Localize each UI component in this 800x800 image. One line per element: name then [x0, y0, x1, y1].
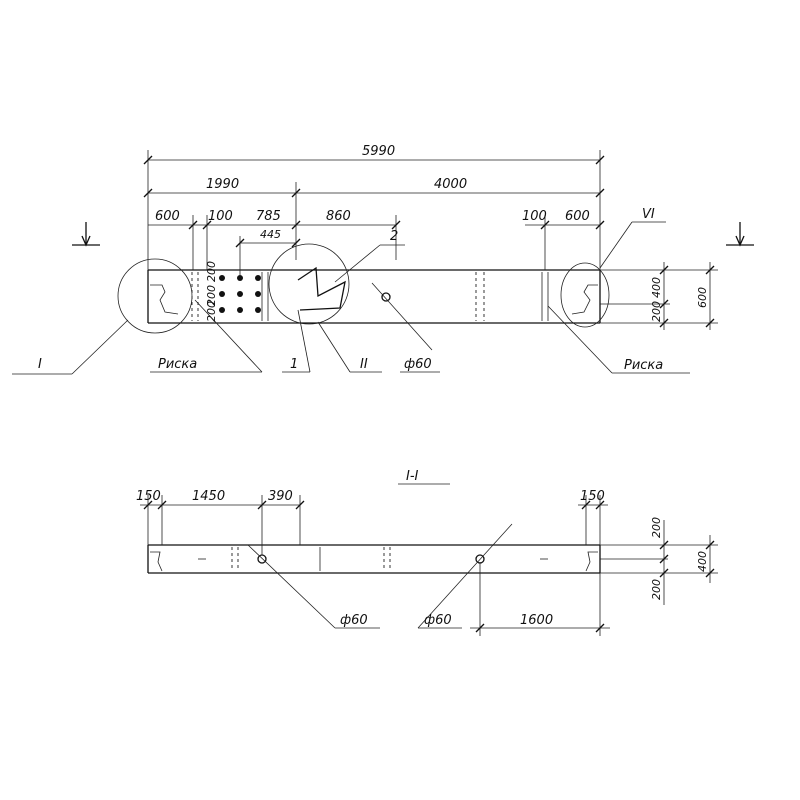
- dim-1990-4000: 1990 4000: [143, 177, 605, 260]
- dim-200-top-text: 200: [650, 517, 663, 538]
- dim-600-left-text: 600: [155, 209, 180, 224]
- callout-circle-VI: [560, 262, 610, 328]
- callout-II: II: [317, 321, 382, 373]
- dim-600-right-text: 600: [565, 209, 590, 224]
- mark-right-label: Риска: [624, 358, 663, 373]
- dim-445: 445: [235, 228, 301, 275]
- dim-5990: 5990: [143, 144, 605, 270]
- dim-1450-text: 1450: [192, 489, 225, 504]
- position-2-label: 2: [390, 229, 398, 244]
- dim-150-left-text: 150: [136, 489, 161, 504]
- dim-section-right-vertical: 200 200 400: [600, 517, 718, 605]
- dim-right-vertical: 400 200 600: [600, 262, 718, 330]
- dim-section-top: 150 1450 390: [136, 489, 305, 555]
- position-1-label: 1: [290, 357, 298, 372]
- lifting-loop-detail: [297, 266, 346, 311]
- dim-200-c-text: 200: [205, 301, 218, 322]
- section-arrow-right: [726, 222, 754, 247]
- hole-section-right-label: ф60: [424, 613, 452, 628]
- callout-circle-II: [268, 243, 350, 325]
- section-arrow-left: [72, 222, 100, 247]
- callout-VI-label: VI: [642, 207, 655, 222]
- callout-II-label: II: [360, 357, 368, 372]
- callout-I-label: I: [38, 357, 42, 372]
- callout-circle-I: [117, 258, 193, 334]
- dim-150-right-text: 150: [580, 489, 605, 504]
- hole-plan: [371, 282, 433, 351]
- dim-445-text: 445: [260, 228, 281, 241]
- dim-200-a-text: 200: [205, 261, 218, 282]
- callout-VI: VI: [599, 207, 666, 269]
- dim-4000-text: 4000: [434, 177, 467, 192]
- dim-200-bot-text: 200: [650, 579, 663, 600]
- dim-200-b-text: 200: [205, 285, 218, 306]
- position-2: 2: [334, 229, 405, 283]
- hole-section-left-label: ф60: [340, 613, 368, 628]
- dim-390-text: 390: [268, 489, 293, 504]
- hole-label-plan-text: ф60: [404, 357, 432, 372]
- dim-5990-text: 5990: [362, 144, 395, 159]
- dim-860-text: 860: [326, 209, 351, 224]
- plan-view: 5990 1990 4000 600 100: [12, 144, 754, 375]
- embedded-plate-holes: [219, 275, 261, 313]
- dim-200-right-text: 200: [650, 301, 663, 322]
- position-1: 1: [282, 309, 311, 373]
- dim-400-right-text: 400: [650, 277, 663, 298]
- dim-600-right-vert-text: 600: [696, 287, 709, 308]
- dim-400-text: 400: [696, 551, 709, 572]
- section-view: I-I ф60 ф60: [136, 469, 718, 636]
- dim-785-text: 785: [256, 209, 281, 224]
- dim-1600-text: 1600: [520, 613, 553, 628]
- dim-100-right-text: 100: [522, 209, 547, 224]
- dim-chain-top: 600 100 785 860 100 600: [148, 209, 605, 270]
- mark-left-label: Риска: [158, 357, 197, 372]
- dim-1600: 1600: [470, 562, 610, 636]
- beam-plan-outline: [147, 269, 601, 324]
- hole-label-plan: ф60: [400, 357, 440, 373]
- hole-section-left: ф60: [247, 544, 380, 629]
- callout-I: I: [12, 319, 129, 375]
- mark-right: Риска: [547, 305, 690, 374]
- dim-100-left-text: 100: [208, 209, 233, 224]
- dim-plate-vertical: 200 200 200: [205, 261, 218, 322]
- section-title: I-I: [406, 469, 419, 484]
- dim-150-right: 150: [578, 489, 608, 545]
- beam-section-outline: [147, 544, 601, 574]
- mark-left: Риска: [150, 299, 263, 373]
- dim-1990-text: 1990: [206, 177, 239, 192]
- hole-section-right: ф60: [417, 523, 513, 629]
